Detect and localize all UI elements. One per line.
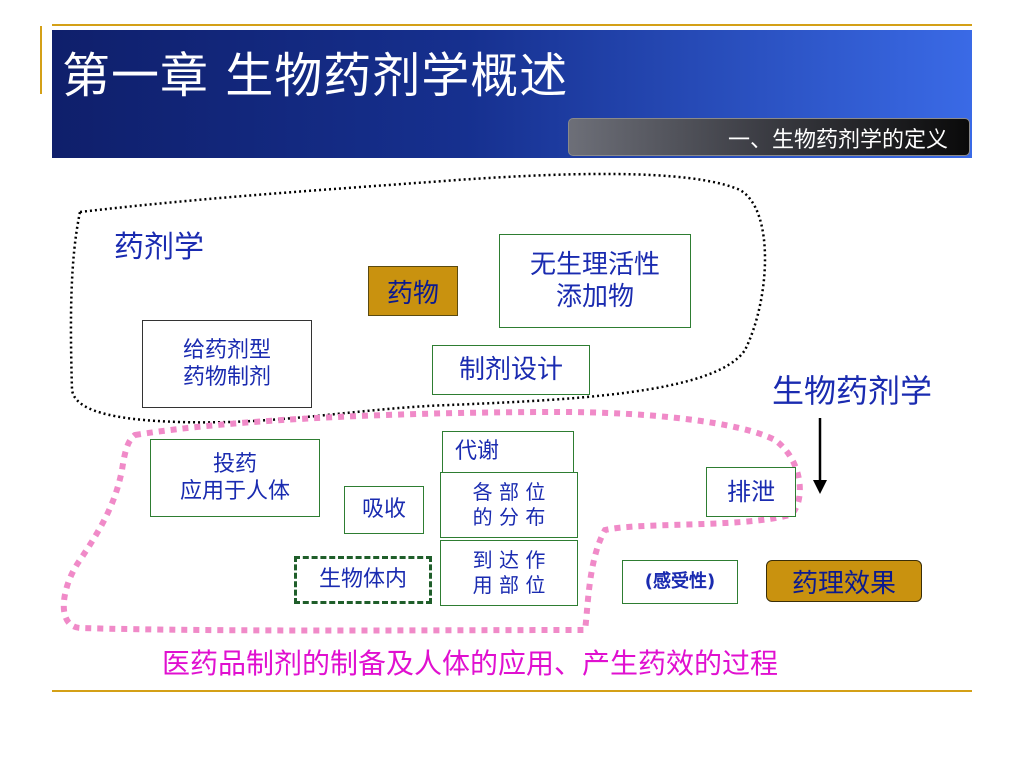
dosage-form-box: 给药剂型 药物制剂 bbox=[142, 320, 312, 408]
subtitle-box bbox=[568, 118, 970, 156]
pharmaceutics-label: 药剂学 bbox=[114, 230, 204, 265]
metabolism-box: 代谢 bbox=[442, 431, 574, 473]
in-body-box: 生物体内 bbox=[294, 556, 432, 604]
process-caption: 医药品制剂的制备及人体的应用、产生药效的过程 bbox=[162, 647, 779, 680]
bottom-gold-rule bbox=[52, 690, 972, 692]
effect-arrow-head bbox=[813, 480, 827, 494]
administration-box: 投药 应用于人体 bbox=[150, 439, 320, 517]
formulation-design-box: 制剂设计 bbox=[432, 345, 590, 395]
excretion-box: 排泄 bbox=[706, 467, 796, 517]
reach-site-box: 到 达 作 用 部 位 bbox=[440, 540, 578, 606]
drug-box: 药物 bbox=[368, 266, 458, 316]
section-subtitle: 一、生物药剂学的定义 bbox=[727, 128, 948, 153]
inactive-additives-box: 无生理活性 添加物 bbox=[499, 234, 691, 328]
top-gold-rule bbox=[52, 24, 972, 26]
biopharmaceutics-label: 生物药剂学 bbox=[772, 372, 933, 410]
sensitivity-box: (感受性) bbox=[622, 560, 738, 604]
absorption-box: 吸收 bbox=[344, 486, 424, 534]
pharmaceutics-boundary bbox=[69, 172, 767, 424]
left-gold-rule bbox=[40, 26, 42, 94]
distribution-box: 各 部 位 的 分 布 bbox=[440, 472, 578, 538]
page-title: 第一章 生物药剂学概述 bbox=[62, 48, 569, 104]
pharmacological-effect-box: 药理效果 bbox=[766, 560, 922, 602]
